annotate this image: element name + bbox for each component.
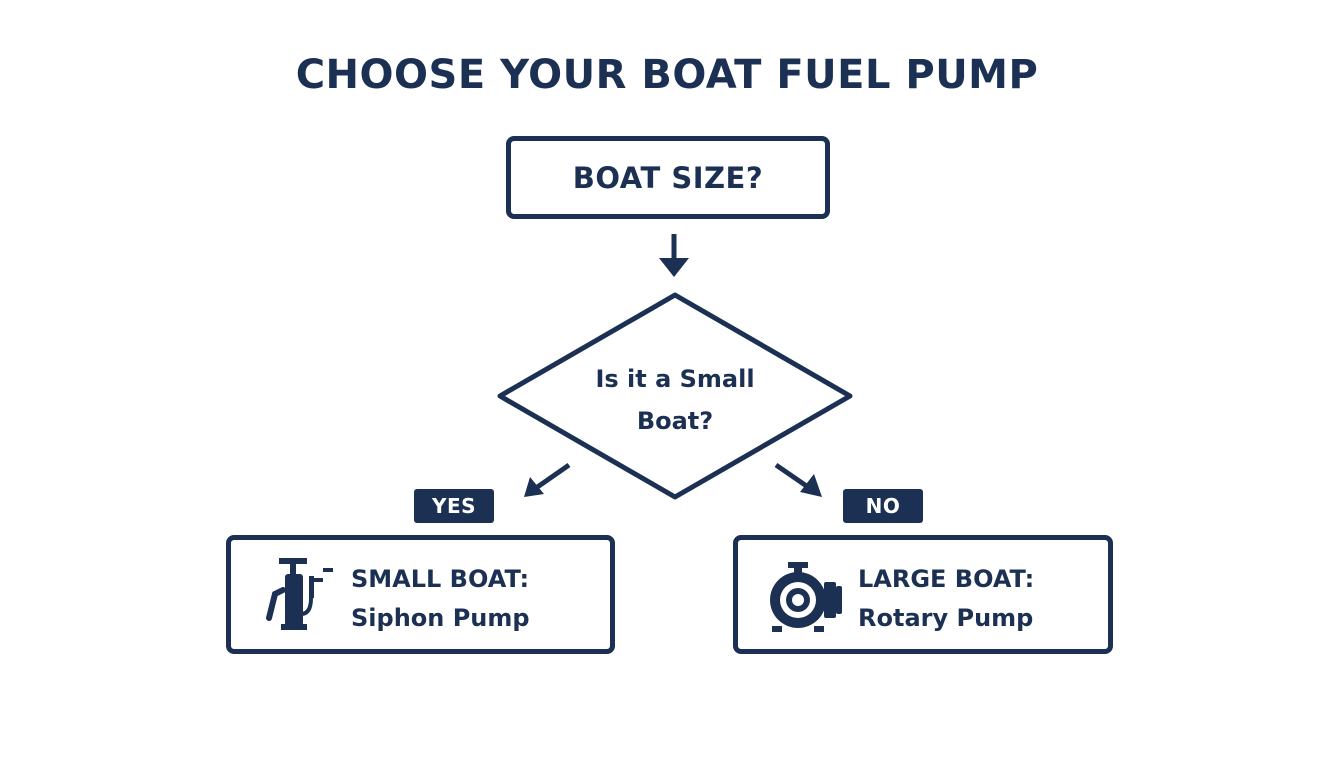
diagram-title: CHOOSE YOUR BOAT FUEL PUMP — [295, 52, 1039, 98]
small-boat-result: SMALL BOAT: Siphon Pump — [226, 535, 615, 654]
small-boat-label: SMALL BOAT: Siphon Pump — [351, 560, 530, 638]
arrow-down-icon — [659, 234, 689, 277]
large-boat-heading: LARGE BOAT: — [858, 565, 1035, 593]
decision-diamond — [497, 292, 853, 500]
arrow-no-icon — [774, 462, 822, 497]
small-boat-heading: SMALL BOAT: — [351, 565, 530, 593]
decision-node-label: Is it a Small Boat? — [560, 358, 790, 442]
small-boat-pump: Siphon Pump — [351, 604, 530, 632]
siphon-pump-icon — [266, 558, 333, 630]
large-boat-pump: Rotary Pump — [858, 604, 1034, 632]
decision-line-2: Boat? — [636, 407, 714, 435]
start-node-label: BOAT SIZE? — [572, 160, 764, 195]
rotary-pump-icon — [770, 562, 842, 632]
decision-line-1: Is it a Small — [595, 365, 755, 393]
arrow-yes-icon — [524, 462, 571, 497]
yes-badge: YES — [414, 489, 494, 523]
large-boat-result: LARGE BOAT: Rotary Pump — [733, 535, 1113, 654]
start-node: BOAT SIZE? — [506, 136, 830, 219]
no-badge: NO — [843, 489, 923, 523]
large-boat-label: LARGE BOAT: Rotary Pump — [858, 560, 1034, 638]
